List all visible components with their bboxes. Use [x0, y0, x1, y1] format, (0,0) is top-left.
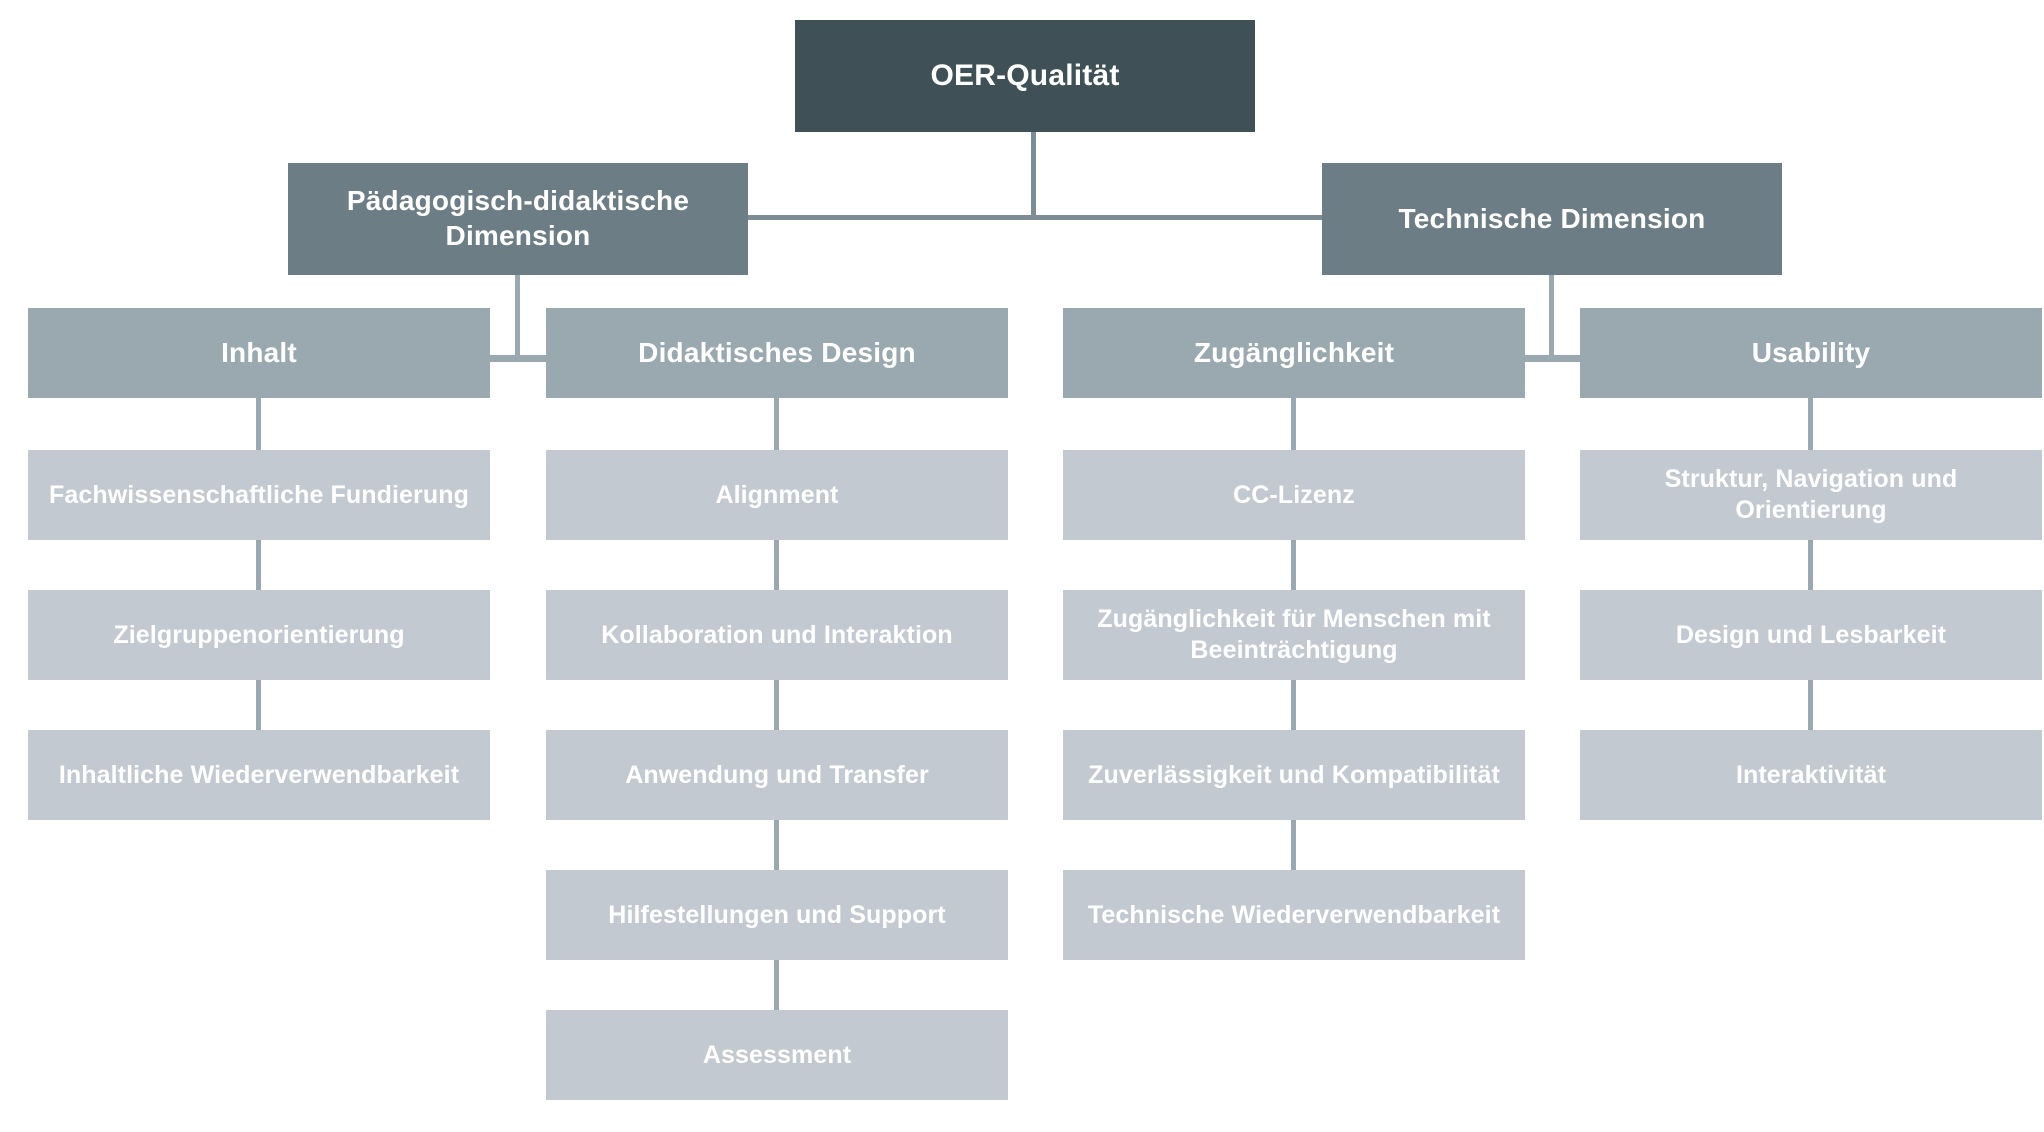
node-criterion-didaktisches-design-3-label: Hilfestellungen und Support: [608, 900, 946, 929]
node-criterion-usability-1[interactable]: Design und Lesbarkeit: [1580, 590, 2042, 680]
node-criterion-inhalt-1-label: Zielgruppenorientierung: [113, 620, 405, 649]
node-criterion-didaktisches-design-4-label: Assessment: [702, 1040, 852, 1069]
node-dimension-technical[interactable]: Technische Dimension: [1322, 163, 1782, 275]
node-criterion-usability-2[interactable]: Interaktivität: [1580, 730, 2042, 820]
node-criterion-zugaenglichkeit-1[interactable]: Zugänglichkeit für Menschen mit Beeinträ…: [1063, 590, 1525, 680]
connector-pedagogic-category-bus: [340, 355, 700, 362]
node-category-usability[interactable]: Usability: [1580, 308, 2042, 398]
node-criterion-usability-0[interactable]: Struktur, Navigation und Orientierung: [1580, 450, 2042, 540]
node-dimension-pedagogic[interactable]: Pädagogisch-didaktische Dimension: [288, 163, 748, 275]
connector-dimension-bus: [565, 215, 1505, 220]
connector-technical-stem: [1549, 275, 1554, 359]
node-category-inhalt-label: Inhalt: [221, 336, 297, 368]
node-dimension-pedagogic-label: Pädagogisch-didaktische Dimension: [346, 185, 690, 251]
node-root-oer-qualitaet[interactable]: OER-Qualität: [795, 20, 1255, 132]
node-criterion-inhalt-0-label: Fachwissenschaftliche Fundierung: [49, 480, 469, 509]
node-criterion-zugaenglichkeit-0[interactable]: CC-Lizenz: [1063, 450, 1525, 540]
node-category-zugaenglichkeit-label: Zugänglichkeit: [1193, 336, 1395, 368]
node-criterion-didaktisches-design-2-label: Anwendung und Transfer: [625, 760, 929, 789]
connector-spine-didaktisches-design: [774, 365, 779, 1025]
node-criterion-inhalt-2[interactable]: Inhaltliche Wiederverwendbarkeit: [28, 730, 490, 820]
node-criterion-inhalt-1[interactable]: Zielgruppenorientierung: [28, 590, 490, 680]
node-criterion-zugaenglichkeit-2-label: Zuverlässigkeit und Kompatibilität: [1088, 760, 1500, 789]
node-criterion-didaktisches-design-0[interactable]: Alignment: [546, 450, 1008, 540]
connector-pedagogic-stem: [515, 275, 520, 359]
node-category-usability-label: Usability: [1751, 336, 1871, 368]
node-category-zugaenglichkeit[interactable]: Zugänglichkeit: [1063, 308, 1525, 398]
node-criterion-zugaenglichkeit-0-label: CC-Lizenz: [1233, 480, 1355, 509]
node-criterion-didaktisches-design-3[interactable]: Hilfestellungen und Support: [546, 870, 1008, 960]
node-criterion-inhalt-2-label: Inhaltliche Wiederverwendbarkeit: [58, 760, 460, 789]
node-criterion-zugaenglichkeit-3-label: Technische Wiederverwendbarkeit: [1087, 900, 1501, 929]
node-criterion-zugaenglichkeit-1-label: Zugänglichkeit für Menschen mit Beeinträ…: [1097, 605, 1491, 664]
node-criterion-didaktisches-design-1[interactable]: Kollaboration und Interaktion: [546, 590, 1008, 680]
node-category-inhalt[interactable]: Inhalt: [28, 308, 490, 398]
node-category-didaktisches-design[interactable]: Didaktisches Design: [546, 308, 1008, 398]
node-criterion-inhalt-0[interactable]: Fachwissenschaftliche Fundierung: [28, 450, 490, 540]
node-criterion-didaktisches-design-1-label: Kollaboration und Interaktion: [601, 620, 953, 649]
node-criterion-didaktisches-design-2[interactable]: Anwendung und Transfer: [546, 730, 1008, 820]
connector-root-stem: [1031, 132, 1036, 220]
node-criterion-didaktisches-design-0-label: Alignment: [715, 480, 839, 509]
node-root-label: OER-Qualität: [930, 59, 1120, 93]
node-criterion-zugaenglichkeit-3[interactable]: Technische Wiederverwendbarkeit: [1063, 870, 1525, 960]
node-dimension-technical-label: Technische Dimension: [1398, 202, 1706, 234]
connector-technical-category-bus: [1375, 355, 1735, 362]
node-criterion-didaktisches-design-4[interactable]: Assessment: [546, 1010, 1008, 1100]
node-criterion-zugaenglichkeit-2[interactable]: Zuverlässigkeit und Kompatibilität: [1063, 730, 1525, 820]
node-category-didaktisches-design-label: Didaktisches Design: [638, 336, 916, 368]
node-criterion-usability-0-label: Struktur, Navigation und Orientierung: [1664, 465, 1958, 524]
node-criterion-usability-1-label: Design und Lesbarkeit: [1675, 620, 1947, 649]
node-criterion-usability-2-label: Interaktivität: [1735, 760, 1887, 789]
